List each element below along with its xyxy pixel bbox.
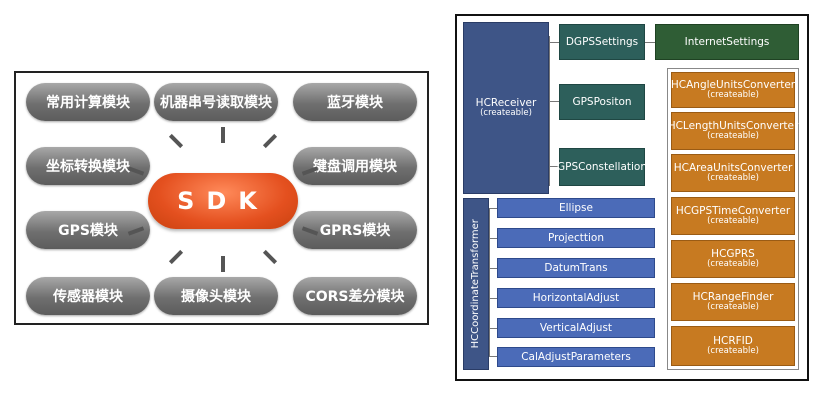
hcrangefinder-note: (createable) xyxy=(707,302,759,313)
horizontaladjust-box: HorizontalAdjust xyxy=(497,288,655,308)
area-converter-note: (createable) xyxy=(707,173,759,184)
length-converter-box: HCLengthUnitsConverter (createable) xyxy=(668,112,798,150)
angle-converter-note: (createable) xyxy=(707,90,759,101)
module-coordinate-convert: 坐标转换模块 xyxy=(26,147,150,185)
hcgprs-box: HCGPRS (createable) xyxy=(671,240,795,278)
connector-line xyxy=(645,42,655,43)
angle-converter-box: HCAngleUnitsConverter (createable) xyxy=(671,72,795,108)
module-common-calc: 常用计算模块 xyxy=(26,83,150,121)
hcgprs-label: HCGPRS xyxy=(711,248,755,261)
hcrfid-label: HCRFID xyxy=(713,335,753,348)
sdk-core: SDK xyxy=(148,173,298,229)
connector-line xyxy=(549,36,550,186)
gpspositon-label: GPSPositon xyxy=(572,95,632,108)
internetsettings-label: InternetSettings xyxy=(684,35,770,48)
dgpssettings-label: DGPSSettings xyxy=(565,35,639,48)
hcrangefinder-label: HCRangeFinder xyxy=(692,291,774,304)
hcgprs-note: (createable) xyxy=(707,259,759,270)
gpstime-converter-note: (createable) xyxy=(707,216,759,227)
ellipse-label: Ellipse xyxy=(559,201,593,214)
ray xyxy=(262,249,278,265)
ray xyxy=(262,133,278,149)
hcrangefinder-box: HCRangeFinder (createable) xyxy=(671,283,795,321)
connector-line xyxy=(549,166,559,167)
caladjustparameters-label: CalAdjustParameters xyxy=(521,350,631,363)
ellipse-box: Ellipse xyxy=(497,198,655,218)
verticaladjust-label: VerticalAdjust xyxy=(539,321,613,334)
class-hierarchy-diagram: HCReceiver (createable) DGPSSettings Int… xyxy=(455,14,809,381)
datumtrans-box: DatumTrans xyxy=(497,258,655,278)
ray xyxy=(168,249,184,265)
length-converter-note: (createable) xyxy=(707,131,759,142)
connector-line xyxy=(489,268,497,269)
connector-line xyxy=(489,328,497,329)
hcrfid-box: HCRFID (createable) xyxy=(671,326,795,366)
connector-line xyxy=(549,101,559,102)
connector-line xyxy=(489,208,497,209)
connector-line xyxy=(489,238,497,239)
module-bluetooth: 蓝牙模块 xyxy=(293,83,417,121)
hcreceiver-note: (createable) xyxy=(480,108,532,119)
gpstime-converter-label: HCGPSTimeConverter xyxy=(675,205,791,218)
dgpssettings-box: DGPSSettings xyxy=(559,24,645,60)
internetsettings-box: InternetSettings xyxy=(655,24,799,60)
ray xyxy=(221,127,225,143)
module-serial-read: 机器串号读取模块 xyxy=(154,83,278,121)
module-camera: 摄像头模块 xyxy=(154,277,278,315)
hcrfid-note: (createable) xyxy=(707,346,759,357)
connector-line xyxy=(489,356,497,357)
caladjustparameters-box: CalAdjustParameters xyxy=(497,347,655,367)
hccoordinatetransformer-label: HCCoordinateTransformer xyxy=(470,219,482,349)
converters-group xyxy=(667,68,799,370)
datumtrans-label: DatumTrans xyxy=(544,261,608,274)
length-converter-label: HCLengthUnitsConverter xyxy=(667,120,799,133)
horizontaladjust-label: HorizontalAdjust xyxy=(532,291,620,304)
area-converter-label: HCAreaUnitsConverter xyxy=(673,162,793,175)
sdk-module-diagram: 常用计算模块 机器串号读取模块 蓝牙模块 坐标转换模块 键盘调用模块 GPS模块… xyxy=(14,71,429,325)
gpsconstellation-label: GPSConstellation xyxy=(557,160,647,173)
ray xyxy=(221,256,225,272)
module-sensor: 传感器模块 xyxy=(26,277,150,315)
module-cors: CORS差分模块 xyxy=(293,277,417,315)
verticaladjust-box: VerticalAdjust xyxy=(497,318,655,338)
hcreceiver-box: HCReceiver (createable) xyxy=(463,22,549,194)
connector-line xyxy=(489,208,490,356)
gpsconstellation-box: GPSConstellation xyxy=(557,148,647,186)
hccoordinatetransformer-box: HCCoordinateTransformer xyxy=(463,198,489,370)
hcreceiver-label: HCReceiver xyxy=(475,97,537,110)
connector-line xyxy=(549,42,559,43)
gpspositon-box: GPSPositon xyxy=(559,84,645,120)
area-converter-box: HCAreaUnitsConverter (createable) xyxy=(671,154,795,192)
connector-line xyxy=(489,298,497,299)
angle-converter-label: HCAngleUnitsConverter xyxy=(670,79,796,92)
ray xyxy=(168,133,184,149)
module-keyboard: 键盘调用模块 xyxy=(293,147,417,185)
gpstime-converter-box: HCGPSTimeConverter (createable) xyxy=(671,197,795,235)
projection-label: Projecttion xyxy=(547,231,605,244)
projection-box: Projecttion xyxy=(497,228,655,248)
